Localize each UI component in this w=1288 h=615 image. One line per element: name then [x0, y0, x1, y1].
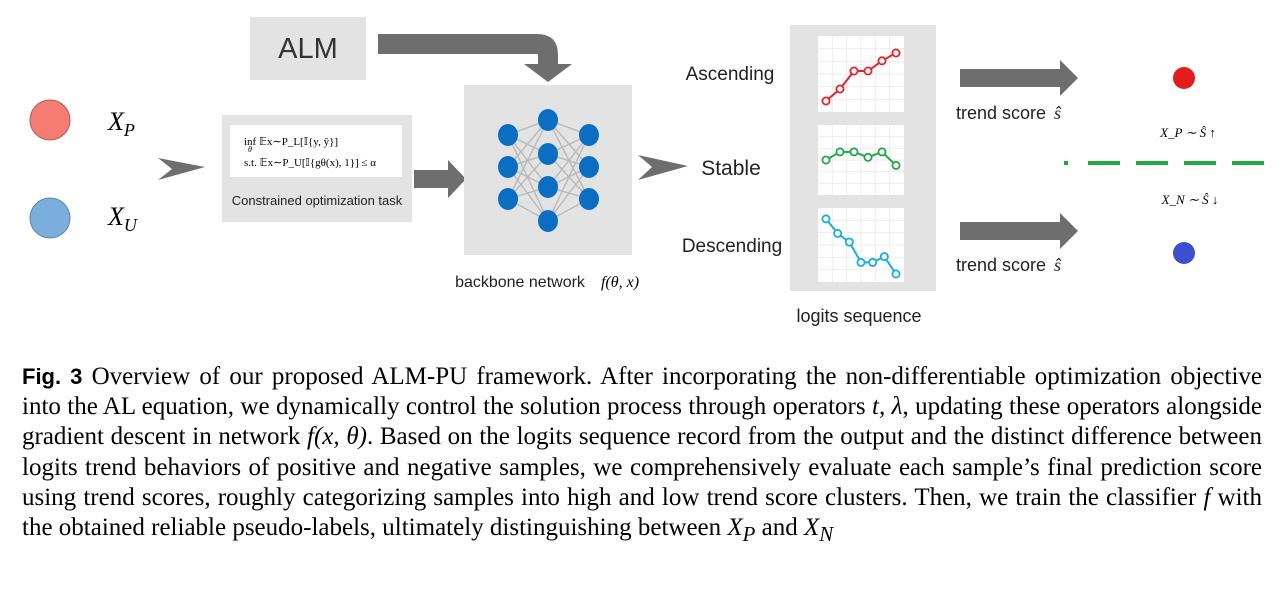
caption-xn: XN: [804, 514, 834, 547]
formula-line-2: s.t. 𝔼x∼P_U[𝕀{gθ(x), 1}] ≤ α: [244, 157, 376, 169]
trend-point: [821, 214, 831, 224]
network-node: [579, 188, 599, 210]
network-node: [498, 188, 518, 210]
trend-score-arrow-bottom: [960, 213, 1078, 249]
positive-output-icon: [1173, 67, 1195, 89]
caption-operators: t, λ: [872, 393, 903, 421]
input-arrow: [158, 158, 205, 180]
backbone-func: f(θ, x): [601, 274, 639, 291]
caption-text-3: . Based on the logits sequence record fr…: [22, 423, 1262, 511]
trend-point: [891, 160, 901, 170]
network-edge: [547, 134, 590, 222]
trend-point: [849, 66, 859, 76]
network-node: [538, 143, 558, 165]
alm-label: ALM: [278, 33, 338, 65]
network-node: [498, 156, 518, 178]
formula-inf-sub: θ: [248, 145, 252, 154]
network-edge: [507, 166, 549, 222]
logits-sequence-label: logits sequence: [796, 306, 921, 326]
ascending-plot: [818, 36, 904, 112]
neural-network-icon: [498, 109, 599, 232]
trend-point: [863, 152, 873, 162]
framework-diagram: ALM XP XU inf 𝔼x∼P_L[𝕀{y, ŷ}] θ s.t. 𝔼x∼…: [29, 17, 1280, 326]
network-node: [579, 156, 599, 178]
xu-label: XU: [107, 202, 138, 235]
network-node: [498, 124, 518, 146]
network-node: [538, 176, 558, 198]
xp-label: XP: [107, 107, 135, 140]
trend-stable-label: Stable: [701, 157, 761, 180]
formula-panel: [230, 125, 402, 177]
network-edge: [547, 134, 590, 188]
positive-sample-icon: [29, 99, 71, 141]
stable-plot: [818, 125, 904, 195]
descending-plot: [818, 208, 904, 282]
trend-point: [877, 147, 887, 157]
trend-point: [891, 269, 901, 279]
alm-arrow: [378, 34, 572, 82]
trend-point: [833, 228, 843, 238]
network-node: [538, 109, 558, 131]
opt-task-label: Constrained optimization task: [232, 193, 403, 208]
trend-point: [856, 257, 866, 267]
negative-output-icon: [1173, 242, 1195, 264]
caption-text-4: with the obtained reliable pseudo-labels…: [22, 483, 1262, 542]
trend-point: [844, 237, 854, 247]
trend-descending-label: Descending: [682, 236, 782, 257]
figure-label: Fig. 3: [22, 364, 83, 389]
opt-to-backbone-arrow: [414, 160, 466, 198]
figure-caption: Fig. 3 Overview of our proposed ALM-PU f…: [22, 362, 1262, 549]
unlabeled-sample-icon: [29, 197, 71, 239]
trend-point: [877, 56, 887, 66]
trend-point: [868, 257, 878, 267]
trend-point: [835, 147, 845, 157]
trend-point: [835, 84, 845, 94]
network-edge: [547, 119, 590, 200]
alm-box: [250, 17, 366, 80]
network-edge: [507, 134, 549, 222]
network-node: [579, 124, 599, 146]
trend-point: [891, 48, 901, 58]
caption-and: and: [755, 514, 805, 542]
network-edge: [547, 166, 590, 222]
trend-point: [863, 66, 873, 76]
trend-point: [879, 252, 889, 262]
trend-point: [849, 147, 859, 157]
caption-network: f(x, θ): [307, 423, 367, 451]
network-node: [538, 210, 558, 232]
backbone-to-trend-arrow: [638, 155, 688, 180]
xn-rule: X_N ∼ Ŝ ↓: [1161, 192, 1219, 207]
caption-text-1: Overview of our proposed ALM-PU framewor…: [22, 363, 1262, 421]
backbone-label: backbone network: [455, 274, 586, 291]
trend-ascending-label: Ascending: [686, 64, 775, 85]
trend-point: [821, 96, 831, 106]
trend-point: [821, 155, 831, 165]
network-edge: [507, 119, 549, 200]
caption-text-2: , updating these operators alongside gra…: [22, 393, 1262, 451]
trend-score-arrow-top: [960, 60, 1078, 96]
xp-rule: X_P ∼ Ŝ ↑: [1159, 125, 1216, 140]
formula-line-1: inf 𝔼x∼P_L[𝕀{y, ŷ}]: [244, 136, 338, 148]
caption-xp: XP: [727, 514, 756, 547]
caption-classifier: f: [1203, 483, 1211, 511]
